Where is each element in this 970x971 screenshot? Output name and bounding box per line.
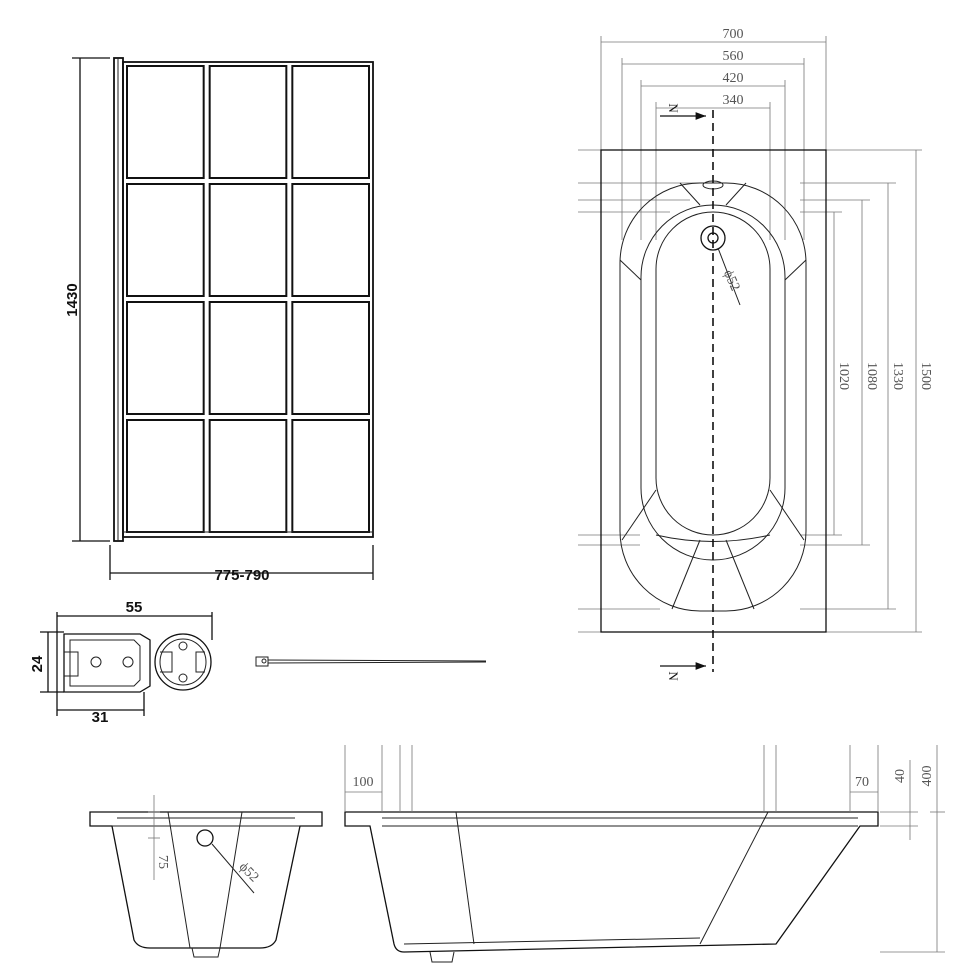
- bath-end-section: ϕ52 75: [89, 795, 323, 958]
- profile-section: 55 24 31: [29, 599, 213, 726]
- glass-pane: [126, 419, 205, 533]
- profile-height-label: 24: [29, 655, 46, 672]
- seal-strip: [255, 656, 487, 667]
- bath-plan-view: 700 560 420 340 1500 1330: [578, 27, 933, 681]
- glass-pane: [291, 65, 371, 179]
- glass-pane: [291, 183, 371, 297]
- plan-dim-1020: 1020: [836, 362, 851, 390]
- section-marker-bottom: N: [660, 662, 706, 681]
- plan-dim-560: 560: [723, 49, 744, 64]
- plan-dim-420: 420: [723, 71, 744, 86]
- plan-length-dimensions: 1500 1330 1080 1020: [800, 149, 933, 633]
- panel-height-dimension: 1430: [64, 57, 110, 542]
- plan-left-extensions: [578, 149, 700, 633]
- glass-pane: [208, 65, 288, 179]
- section-marker-bottom-label: N: [666, 671, 681, 681]
- section-marker-top-label: N: [666, 103, 681, 113]
- plan-waste-label: ϕ52: [720, 268, 742, 294]
- plan-dim-1330: 1330: [890, 362, 905, 390]
- panel-grid: [126, 65, 371, 533]
- section-marker-top: N: [660, 103, 706, 120]
- end-waste-label: ϕ52: [236, 860, 262, 886]
- panel-height-label: 1430: [64, 283, 81, 316]
- end-depth-label: 75: [155, 855, 170, 869]
- glass-pane: [208, 301, 288, 415]
- glass-pane: [126, 301, 205, 415]
- glass-pane: [126, 183, 205, 297]
- profile-base-label: 31: [92, 709, 109, 726]
- side-left-label: 100: [353, 775, 374, 790]
- bath-side-section: 100 70 40 400: [344, 745, 945, 963]
- plan-width-dimensions: 700 560 420 340: [600, 27, 827, 240]
- plan-dim-1500: 1500: [918, 362, 933, 390]
- glass-pane: [208, 183, 288, 297]
- glass-pane: [208, 419, 288, 533]
- screen-panel: 1430 775-790: [64, 57, 374, 584]
- profile-width-label: 55: [126, 599, 143, 616]
- plan-dim-700: 700: [723, 27, 744, 42]
- glass-pane: [291, 419, 371, 533]
- panel-width-dimension: 775-790: [109, 545, 374, 584]
- plan-dim-340: 340: [723, 93, 744, 108]
- side-right-label: 70: [855, 775, 869, 790]
- glass-pane: [126, 65, 205, 179]
- side-rim-label: 40: [893, 769, 908, 783]
- panel-width-label: 775-790: [214, 567, 269, 584]
- glass-pane: [291, 301, 371, 415]
- side-height-label: 400: [920, 766, 935, 787]
- plan-dim-1080: 1080: [864, 362, 879, 390]
